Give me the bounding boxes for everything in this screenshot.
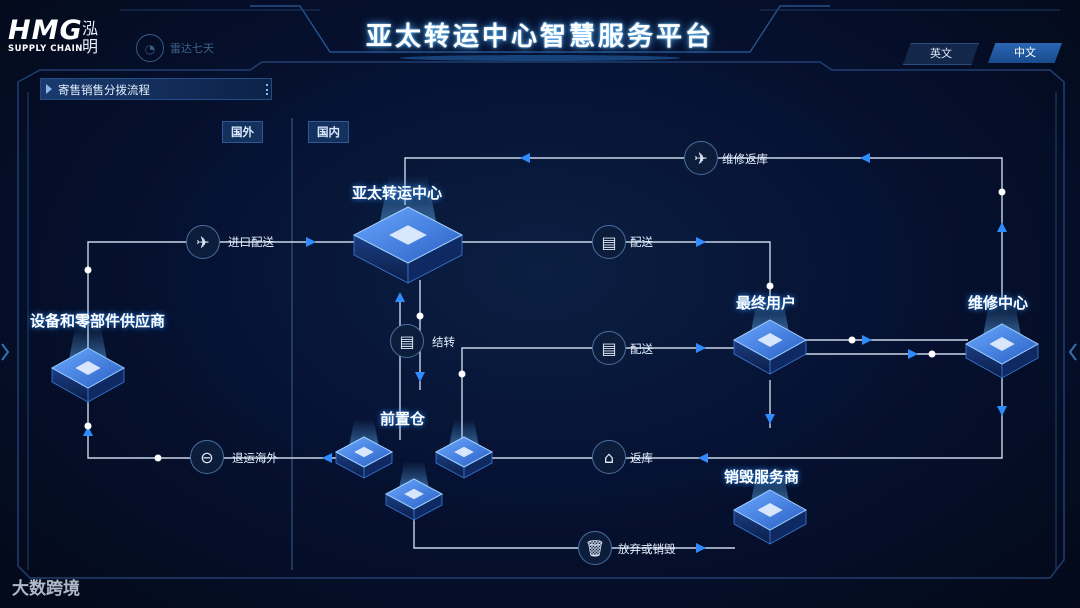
watermark-text: 大数跨境 [12, 579, 80, 599]
warehouse-return-icon: ⌂ [592, 440, 626, 474]
node-supplier-label: 设备和零部件供应商 [30, 312, 166, 330]
delivery-doc-icon: ▤ [592, 331, 626, 365]
edge-return-stock-label: 返库 [630, 451, 653, 465]
edge-delivery-1-label: 配送 [630, 235, 653, 249]
section-bullet-icon [46, 84, 52, 94]
flow-arrows [83, 153, 1007, 553]
logo-hmg-text: HMG [8, 15, 83, 46]
node-platforms [50, 175, 1040, 545]
hmg-logo: HMG SUPPLY CHAIN [8, 15, 83, 54]
section-title-bar [40, 78, 272, 100]
flow-dots [84, 188, 1006, 462]
left-edge-chevron-icon [1, 343, 10, 361]
platform-front-warehouse-right [434, 419, 494, 479]
logo-chinese-text: 泓明 [82, 19, 99, 56]
lang-chinese-button[interactable]: 中文 [988, 43, 1062, 63]
airplane-icon: ✈ [684, 141, 718, 175]
platform-supplier [50, 325, 126, 403]
platform-front-warehouse-left [334, 419, 394, 479]
globe-plane-icon: ⊖ [190, 440, 224, 474]
node-hub-label: 亚太转运中心 [352, 184, 443, 202]
platform-end-user [732, 297, 808, 375]
edge-return-overseas-label: 退运海外 [232, 451, 278, 465]
edge-repair-return-label: 维修返库 [722, 152, 768, 166]
edge-import-delivery-label: 进口配送 [228, 235, 274, 249]
platform-destroyer [732, 467, 808, 545]
trash-icon: 🗑 [578, 531, 612, 565]
edge-abandon-destroy-label: 放弃或销毁 [618, 542, 676, 556]
delivery-doc-icon: ▤ [592, 225, 626, 259]
node-front-warehouse-label: 前置仓 [380, 410, 426, 428]
edge-transfer-label: 结转 [432, 335, 455, 349]
header-decoration [120, 5, 1060, 61]
logo-subtitle: SUPPLY CHAIN [8, 44, 83, 54]
region-domestic-tag: 国内 [308, 121, 349, 143]
platform-hub [352, 175, 464, 284]
sub-logo-text: 雷达七天 [170, 42, 214, 55]
sub-logo-icon: ◔ [136, 34, 164, 62]
transfer-doc-icon: ▤ [390, 324, 424, 358]
flow-lines [87, 157, 1003, 549]
platform-repair-center [964, 301, 1040, 379]
node-destroyer-label: 销毁服务商 [724, 468, 800, 486]
airplane-icon: ✈ [186, 225, 220, 259]
right-edge-chevron-icon [1068, 343, 1077, 361]
section-title: 寄售销售分拨流程 [58, 83, 150, 97]
platform-front-warehouse-bottom [384, 461, 444, 521]
page-title: 亚太转运中心智慧服务平台 [365, 22, 714, 52]
section-menu-icon [266, 84, 271, 95]
outer-frame [17, 61, 1065, 579]
node-repair-center-label: 维修中心 [968, 294, 1029, 312]
node-end-user-label: 最终用户 [736, 294, 797, 312]
region-foreign-tag: 国外 [222, 121, 263, 143]
lang-english-button[interactable]: 英文 [903, 43, 979, 65]
edge-delivery-2-label: 配送 [630, 342, 653, 356]
